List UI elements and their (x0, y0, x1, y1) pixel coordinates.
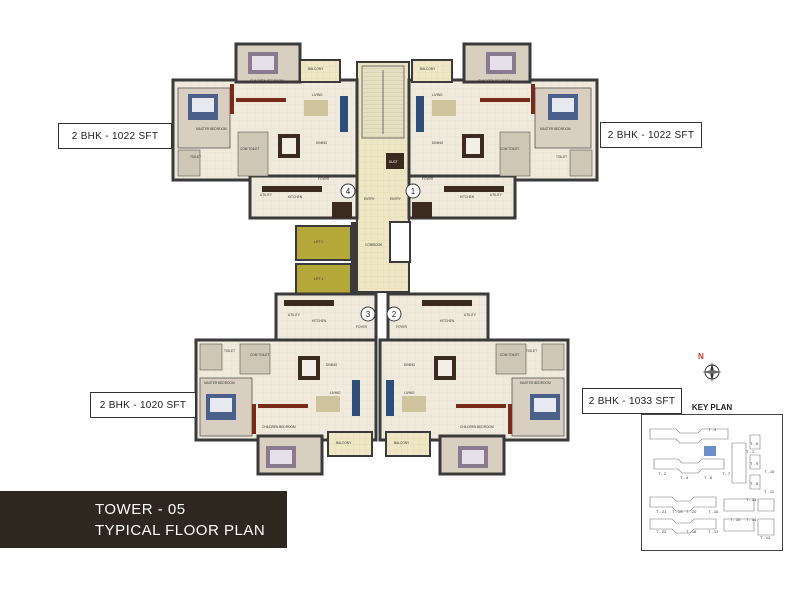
room-label: CHILDREN BEDROOM (262, 425, 296, 429)
key-plan-tower-label: T - 16 (708, 509, 719, 514)
key-plan-tower-label: T - 3 (708, 427, 717, 432)
compass-icon: N (692, 350, 726, 389)
room-label: LIVING (312, 93, 323, 97)
room-label: TOILET (224, 349, 235, 353)
unit-number-2: 2 (392, 310, 397, 319)
room-label: UTILITY (490, 193, 503, 197)
key-plan-tower-label: T - 15 (730, 517, 741, 522)
unit-top-right: 1 MASTER BEDROOM CHILDREN BEDROOM BALCON… (405, 42, 599, 220)
unit-label-top-left: 2 BHK - 1022 SFT (58, 123, 172, 149)
room-label: DINING (316, 141, 328, 145)
key-plan-map: T - 1 T - 2 T - 3 T - 4 T - 5 T - 6 T - 7 T - 8… (649, 427, 775, 540)
unit-number-3: 3 (366, 310, 371, 319)
key-plan-tower-label: T - 13 (746, 497, 757, 502)
room-label: TOILET (190, 155, 201, 159)
key-plan-tower-label: T - 18 (686, 529, 697, 534)
unit-bottom-left: 3 MASTER BEDROOM CHILDREN BEDROOM BALCON… (194, 292, 378, 476)
room-label: LIVING (404, 391, 415, 395)
lift-1-label: LIFT 1 (314, 277, 323, 281)
room-label: CHILDREN BEDROOM (478, 79, 512, 83)
unit-label-bottom-left: 2 BHK - 1020 SFT (90, 392, 196, 418)
room-label: FOYER (396, 325, 408, 329)
lift-2-label: LIFT 2 (314, 240, 323, 244)
room-label: BALCONY (308, 67, 324, 71)
floor-plan-title: TYPICAL FLOOR PLAN (95, 522, 266, 539)
unit-bottom-right: 2 MASTER BEDROOM CHILDREN BEDROOM BALCON… (378, 292, 570, 476)
room-label: COM TOILET (250, 353, 269, 357)
room-label: DINING (404, 363, 416, 367)
key-plan-tower-label: T - 4 (680, 475, 689, 480)
key-plan-tower-label: T - 17 (708, 529, 719, 534)
key-plan-tower-label: T - 5 (704, 475, 713, 480)
room-label: KITCHEN (460, 195, 475, 199)
room-label: COM TOILET (240, 147, 259, 151)
entry-label: ENTRY (390, 197, 402, 201)
entry-label: ENTRY (364, 197, 376, 201)
lift-1 (295, 263, 352, 295)
room-label: MASTER BEDROOM (204, 381, 235, 385)
unit-number-1: 1 (411, 187, 416, 196)
room-label: MASTER BEDROOM (196, 127, 227, 131)
room-label: DINING (326, 363, 338, 367)
corridor-label: CORRIDOR (365, 243, 383, 247)
lift-2 (295, 225, 352, 261)
key-plan-tower-label: T - 20 (686, 509, 697, 514)
room-label: FOYER (422, 177, 434, 181)
key-plan-tower-label: T - 21 (656, 509, 667, 514)
room-label: UTILITY (288, 313, 301, 317)
room-label: BALCONY (336, 441, 352, 445)
duct-top (386, 153, 404, 169)
room-label: KITCHEN (440, 319, 455, 323)
room-label: TOILET (526, 349, 537, 353)
key-plan-tower-label: T - 11 (764, 489, 775, 494)
tower-title: TOWER - 05 (95, 501, 186, 518)
room-label: FOYER (318, 177, 330, 181)
key-plan-tower-label: T - 22 (656, 529, 667, 534)
room-label: COM TOILET (500, 353, 519, 357)
key-plan-tower-label: T - 10 (764, 469, 775, 474)
room-label: BALCONY (420, 67, 436, 71)
room-label: KITCHEN (312, 319, 327, 323)
central-core (295, 61, 411, 298)
room-label: CHILDREN BEDROOM (460, 425, 494, 429)
unit-number-4: 4 (346, 187, 351, 196)
room-label: MASTER BEDROOM (540, 127, 571, 131)
room-label: UTILITY (464, 313, 477, 317)
title-banner: TOWER - 05 TYPICAL FLOOR PLAN (0, 491, 287, 548)
compass-north-label: N (698, 352, 704, 361)
room-label: KITCHEN (288, 195, 303, 199)
unit-label-top-right: 2 BHK - 1022 SFT (600, 122, 702, 148)
room-label: FOYER (356, 325, 368, 329)
key-plan-tower-label: T - 12 (760, 535, 771, 540)
duct-label: DUCT (389, 160, 398, 164)
key-plan-tower-label: T - 19 (672, 509, 683, 514)
room-label: UTILITY (260, 193, 273, 197)
room-label: BALCONY (394, 441, 410, 445)
room-label: LIVING (432, 93, 443, 97)
key-plan-tower-label: T - 6 (750, 441, 759, 446)
room-label: MASTER BEDROOM (520, 381, 551, 385)
room-label: TOILET (556, 155, 567, 159)
key-plan-title: KEY PLAN (691, 403, 733, 412)
room-label: DINING (432, 141, 444, 145)
key-plan-tower-label: T - 2 (658, 471, 667, 476)
key-plan-tower-label: T - 1 (746, 449, 755, 454)
unit-top-left: 4 MASTER BEDROOM CHILDREN BEDROOM BALCON… (171, 42, 359, 220)
room-label: COM TOILET (500, 147, 519, 151)
key-plan-tower-label: T - 8 (750, 481, 759, 486)
key-plan-tower-label: T - 14 (746, 517, 757, 522)
key-plan-tower-label: T - 7 (722, 471, 731, 476)
unit-label-bottom-right: 2 BHK - 1033 SFT (582, 388, 682, 414)
room-label: CHILDREN BEDROOM (250, 79, 284, 83)
key-plan-tower-label: T - 9 (750, 461, 759, 466)
room-label: LIVING (330, 391, 341, 395)
